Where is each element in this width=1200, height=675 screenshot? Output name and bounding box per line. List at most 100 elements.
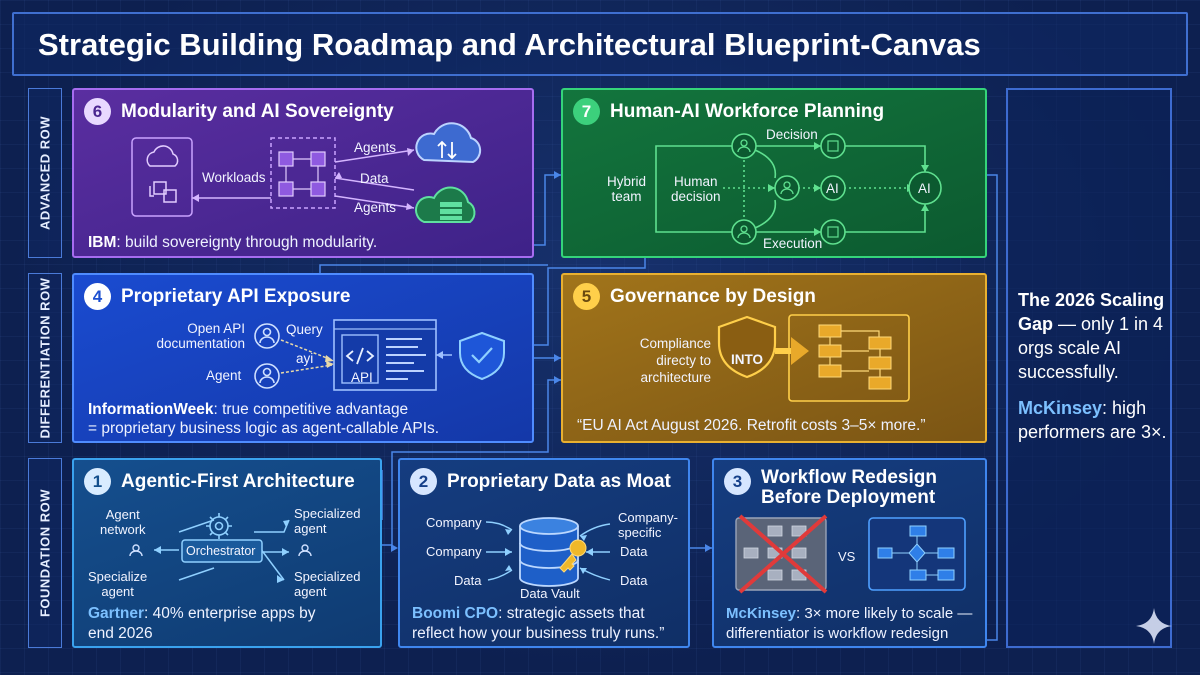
card-modularity-sovereignty: 6 Modularity and AI Sovereignty — [72, 88, 534, 258]
label-agent: Agent — [206, 368, 242, 383]
scaling-gap-panel: The 2026 Scaling Gap — only 1 in 4 orgs … — [1006, 88, 1172, 648]
label-vs: VS — [838, 549, 856, 564]
card-workflow-redesign: 3 Workflow Redesign Before Deployment — [712, 458, 987, 648]
card-human-ai-workforce: 7 Human-AI Workforce Planning — [561, 88, 987, 258]
label-ai-mid: AI — [826, 181, 839, 196]
label-api: API — [351, 370, 373, 385]
cube-icon — [149, 181, 177, 203]
card-header: 4 Proprietary API Exposure — [84, 283, 350, 310]
label-into: INTO — [731, 352, 764, 367]
label-orchestrator: Orchestrator — [186, 544, 256, 558]
scaling-gap-text: The 2026 Scaling Gap — only 1 in 4 orgs … — [1018, 290, 1167, 442]
step-number-badge: 1 — [84, 468, 111, 495]
card-footer: InformationWeek: true competitive advant… — [88, 401, 440, 437]
label-specialized-agent-2: Specialized agent — [294, 569, 361, 599]
server-icon — [415, 186, 476, 223]
page-title: Strategic Building Roadmap and Architect… — [38, 27, 981, 62]
card-proprietary-data: 2 Proprietary Data as Moat Company Compa… — [398, 458, 690, 648]
label-company-1: Company — [426, 515, 482, 530]
card-proprietary-api: 4 Proprietary API Exposure — [72, 273, 534, 443]
shield-icon — [717, 315, 777, 379]
card-footer: “EU AI Act August 2026. Retrofit costs 3… — [577, 417, 926, 434]
label-agents-bottom: Agents — [354, 200, 397, 215]
chip-icon — [820, 133, 846, 245]
card-title: Human-AI Workforce Planning — [610, 100, 885, 122]
label-specialized-agent-1: Specialized agent — [294, 506, 361, 536]
label-ai-end: AI — [918, 181, 931, 196]
person-icon — [254, 323, 280, 389]
connector-7-side — [987, 174, 998, 641]
flowchart-icon — [788, 314, 910, 402]
step-number-badge: 6 — [84, 98, 111, 125]
code-icon — [333, 319, 437, 391]
card-header: 5 Governance by Design — [573, 283, 816, 310]
workflow-comparison-diagram — [735, 514, 966, 594]
card-title: Modularity and AI Sovereignty — [121, 100, 394, 122]
ai-icon — [820, 171, 942, 205]
card-title: Governance by Design — [610, 285, 816, 307]
card-title: Agentic-First Architecture — [121, 470, 355, 492]
label-decision: Decision — [766, 127, 818, 142]
label-data-vault: Data Vault — [520, 586, 580, 601]
data-vault-diagram — [485, 517, 611, 587]
card-governance: 5 Governance by Design Compliance direct… — [561, 273, 987, 443]
shield-check-icon — [459, 331, 505, 381]
row-label-foundation: FOUNDATION ROW — [28, 458, 62, 648]
card-footer: McKinsey: 3× more likely to scale —diffe… — [726, 605, 973, 642]
module-grid-icon — [278, 151, 326, 197]
label-company-2: Company — [426, 544, 482, 559]
key-icon — [559, 539, 587, 573]
row-label-differentiation: DIFFERENTIATION ROW — [28, 273, 62, 443]
step-number-badge: 4 — [84, 283, 111, 310]
label-execution: Execution — [763, 236, 823, 251]
card-header: 7 Human-AI Workforce Planning — [573, 98, 884, 125]
row-label-advanced: ADVANCED ROW — [28, 88, 62, 258]
card-title: Proprietary Data as Moat — [447, 470, 671, 492]
modularity-diagram — [131, 122, 482, 223]
label-human-decision: Human decision — [671, 174, 721, 204]
cloud-icon — [146, 145, 179, 167]
new-workflow-icon — [868, 517, 966, 591]
label-hybrid-team: Hybrid team — [607, 174, 647, 204]
label-workloads: Workloads — [202, 170, 266, 185]
label-data-left: Data — [454, 573, 482, 588]
governance-diagram — [717, 314, 910, 402]
card-header: 1 Agentic-First Architecture — [84, 468, 355, 495]
connector-6-7 — [534, 174, 561, 246]
step-number-badge: 7 — [573, 98, 600, 125]
label-specialize-agent: Specialize agent — [88, 569, 148, 599]
label-data-right-1: Data — [620, 544, 648, 559]
label-agents-top: Agents — [354, 140, 397, 155]
step-number-badge: 5 — [573, 283, 600, 310]
label-data: Data — [360, 171, 389, 186]
card-header: 2 Proprietary Data as Moat — [410, 468, 671, 495]
card-header: 6 Modularity and AI Sovereignty — [84, 98, 394, 125]
old-workflow-icon — [735, 514, 828, 594]
label-agent-network: Agent network — [100, 507, 146, 537]
person-icon — [129, 544, 312, 557]
step-number-badge: 3 — [724, 468, 751, 495]
agentic-diagram — [129, 513, 312, 583]
orchestrator-box — [181, 539, 263, 563]
card-footer: IBM: build sovereignty through modularit… — [88, 234, 378, 251]
card-title: Workflow Redesign Before Deployment — [761, 467, 937, 508]
cloud-sync-icon — [415, 122, 482, 164]
gear-icon — [206, 513, 232, 539]
label-open-api: Open API documentation — [156, 321, 245, 351]
step-number-badge: 2 — [410, 468, 437, 495]
card-agentic-first: 1 Agentic-First Architecture Agent netwo… — [72, 458, 382, 648]
card-header: 3 Workflow Redesign Before Deployment — [724, 468, 937, 508]
api-diagram — [254, 319, 505, 391]
workforce-diagram — [655, 133, 942, 245]
database-icon — [519, 517, 579, 587]
card-title: Proprietary API Exposure — [121, 285, 351, 307]
label-ayi: ayi — [296, 351, 314, 366]
label-company-specific: Company- specific — [618, 510, 678, 540]
title-bar: Strategic Building Roadmap and Architect… — [12, 12, 1188, 76]
label-compliance: Compliance directy to architecture — [639, 336, 711, 385]
sparkle-icon — [1136, 608, 1172, 644]
label-data-right-2: Data — [620, 573, 648, 588]
label-query: Query — [286, 322, 323, 337]
